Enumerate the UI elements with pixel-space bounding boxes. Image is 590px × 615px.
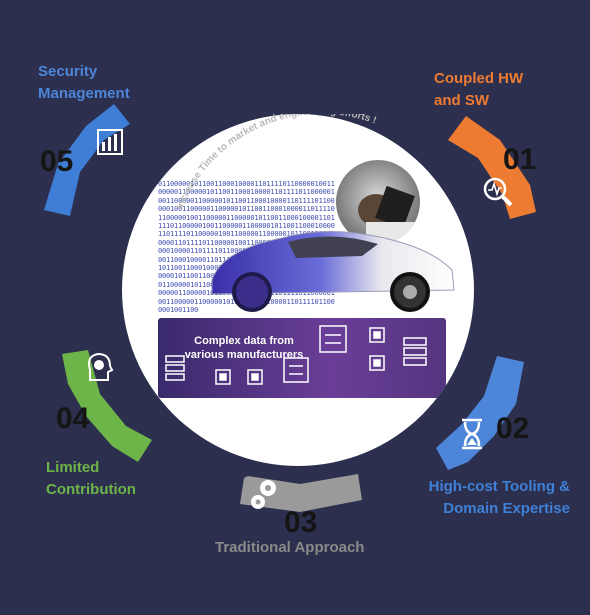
number-03: 03 [284, 506, 318, 539]
number-01: 01 [503, 143, 537, 176]
bar-chart-icon [97, 129, 123, 155]
label-01: Coupled HW and SW [434, 68, 523, 112]
magnifier-chart-icon [483, 177, 513, 207]
chip-icon [369, 327, 385, 343]
segment-05 [44, 104, 130, 216]
label-04: Limited Contribution [46, 457, 136, 501]
number-02: 02 [496, 412, 530, 445]
hourglass-icon [462, 418, 482, 450]
segment-04 [62, 350, 152, 462]
segment-01 [448, 116, 536, 219]
arc-caption: Increase Time to market and engineering … [175, 114, 378, 211]
label-01-line2: and SW [434, 92, 489, 109]
label-04-line1: Limited [46, 459, 100, 476]
number-05: 05 [40, 145, 74, 178]
label-05-line1: Security [38, 63, 98, 80]
label-05-line2: Management [38, 85, 130, 102]
server-icon [403, 337, 427, 366]
banner-text: Complex data from various manufacturers [184, 335, 304, 361]
processor-icon [283, 357, 309, 383]
center-illustration: 0110000010110011000100001101111011000001… [122, 114, 474, 466]
chip-icons [165, 325, 427, 385]
gears-icon [251, 480, 276, 509]
segment-02 [436, 356, 524, 470]
label-02-line1: High-cost Tooling & [428, 478, 570, 495]
data-banner: Complex data from various manufacturers [158, 318, 446, 398]
arc-caption-text: Increase Time to market and engineering … [175, 114, 378, 211]
svg-text:Increase Time to market and en: Increase Time to market and engineering … [175, 114, 378, 211]
label-03: Traditional Approach [215, 539, 365, 556]
label-05: Security Management [38, 61, 130, 105]
server-icon [165, 355, 185, 381]
label-02-line2: Domain Expertise [443, 500, 570, 517]
chip-icon [369, 355, 385, 371]
chip-icon [247, 369, 263, 385]
lightbulb-head-icon [88, 352, 114, 381]
number-04: 04 [56, 402, 90, 435]
label-04-line2: Contribution [46, 481, 136, 498]
processor-icon [319, 325, 347, 353]
label-01-line1: Coupled HW [434, 70, 524, 87]
car-image [211, 230, 455, 312]
chip-icon [215, 369, 231, 385]
label-02: High-cost Tooling & Domain Expertise [418, 476, 570, 520]
